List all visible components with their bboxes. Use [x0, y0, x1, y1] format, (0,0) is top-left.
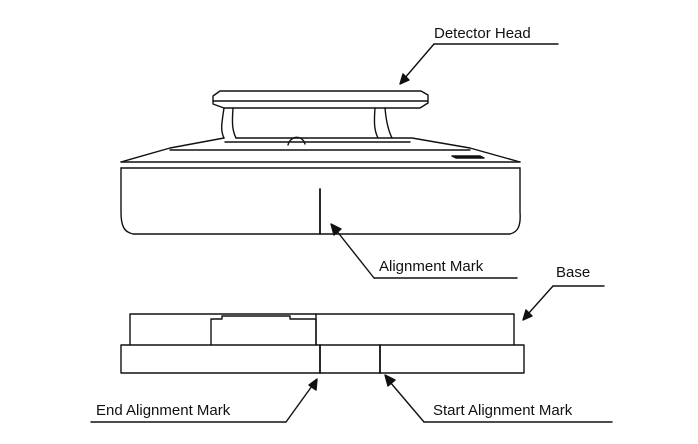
leader-start-alignment-mark — [384, 374, 613, 423]
alignment-mark-label: Alignment Mark — [379, 258, 484, 275]
leader-detector-head — [399, 43, 559, 85]
base-label: Base — [556, 264, 591, 281]
base-drawing — [120, 313, 525, 374]
detector-head-drawing — [120, 90, 521, 235]
start-alignment-mark-label: Start Alignment Mark — [433, 402, 573, 419]
end-alignment-mark-label: End Alignment Mark — [96, 402, 231, 419]
detector-head-label: Detector Head — [434, 25, 531, 42]
leader-end-alignment-mark — [90, 378, 318, 423]
leader-lines — [90, 43, 613, 423]
leader-alignment-mark — [330, 223, 518, 279]
leader-base — [522, 285, 605, 321]
